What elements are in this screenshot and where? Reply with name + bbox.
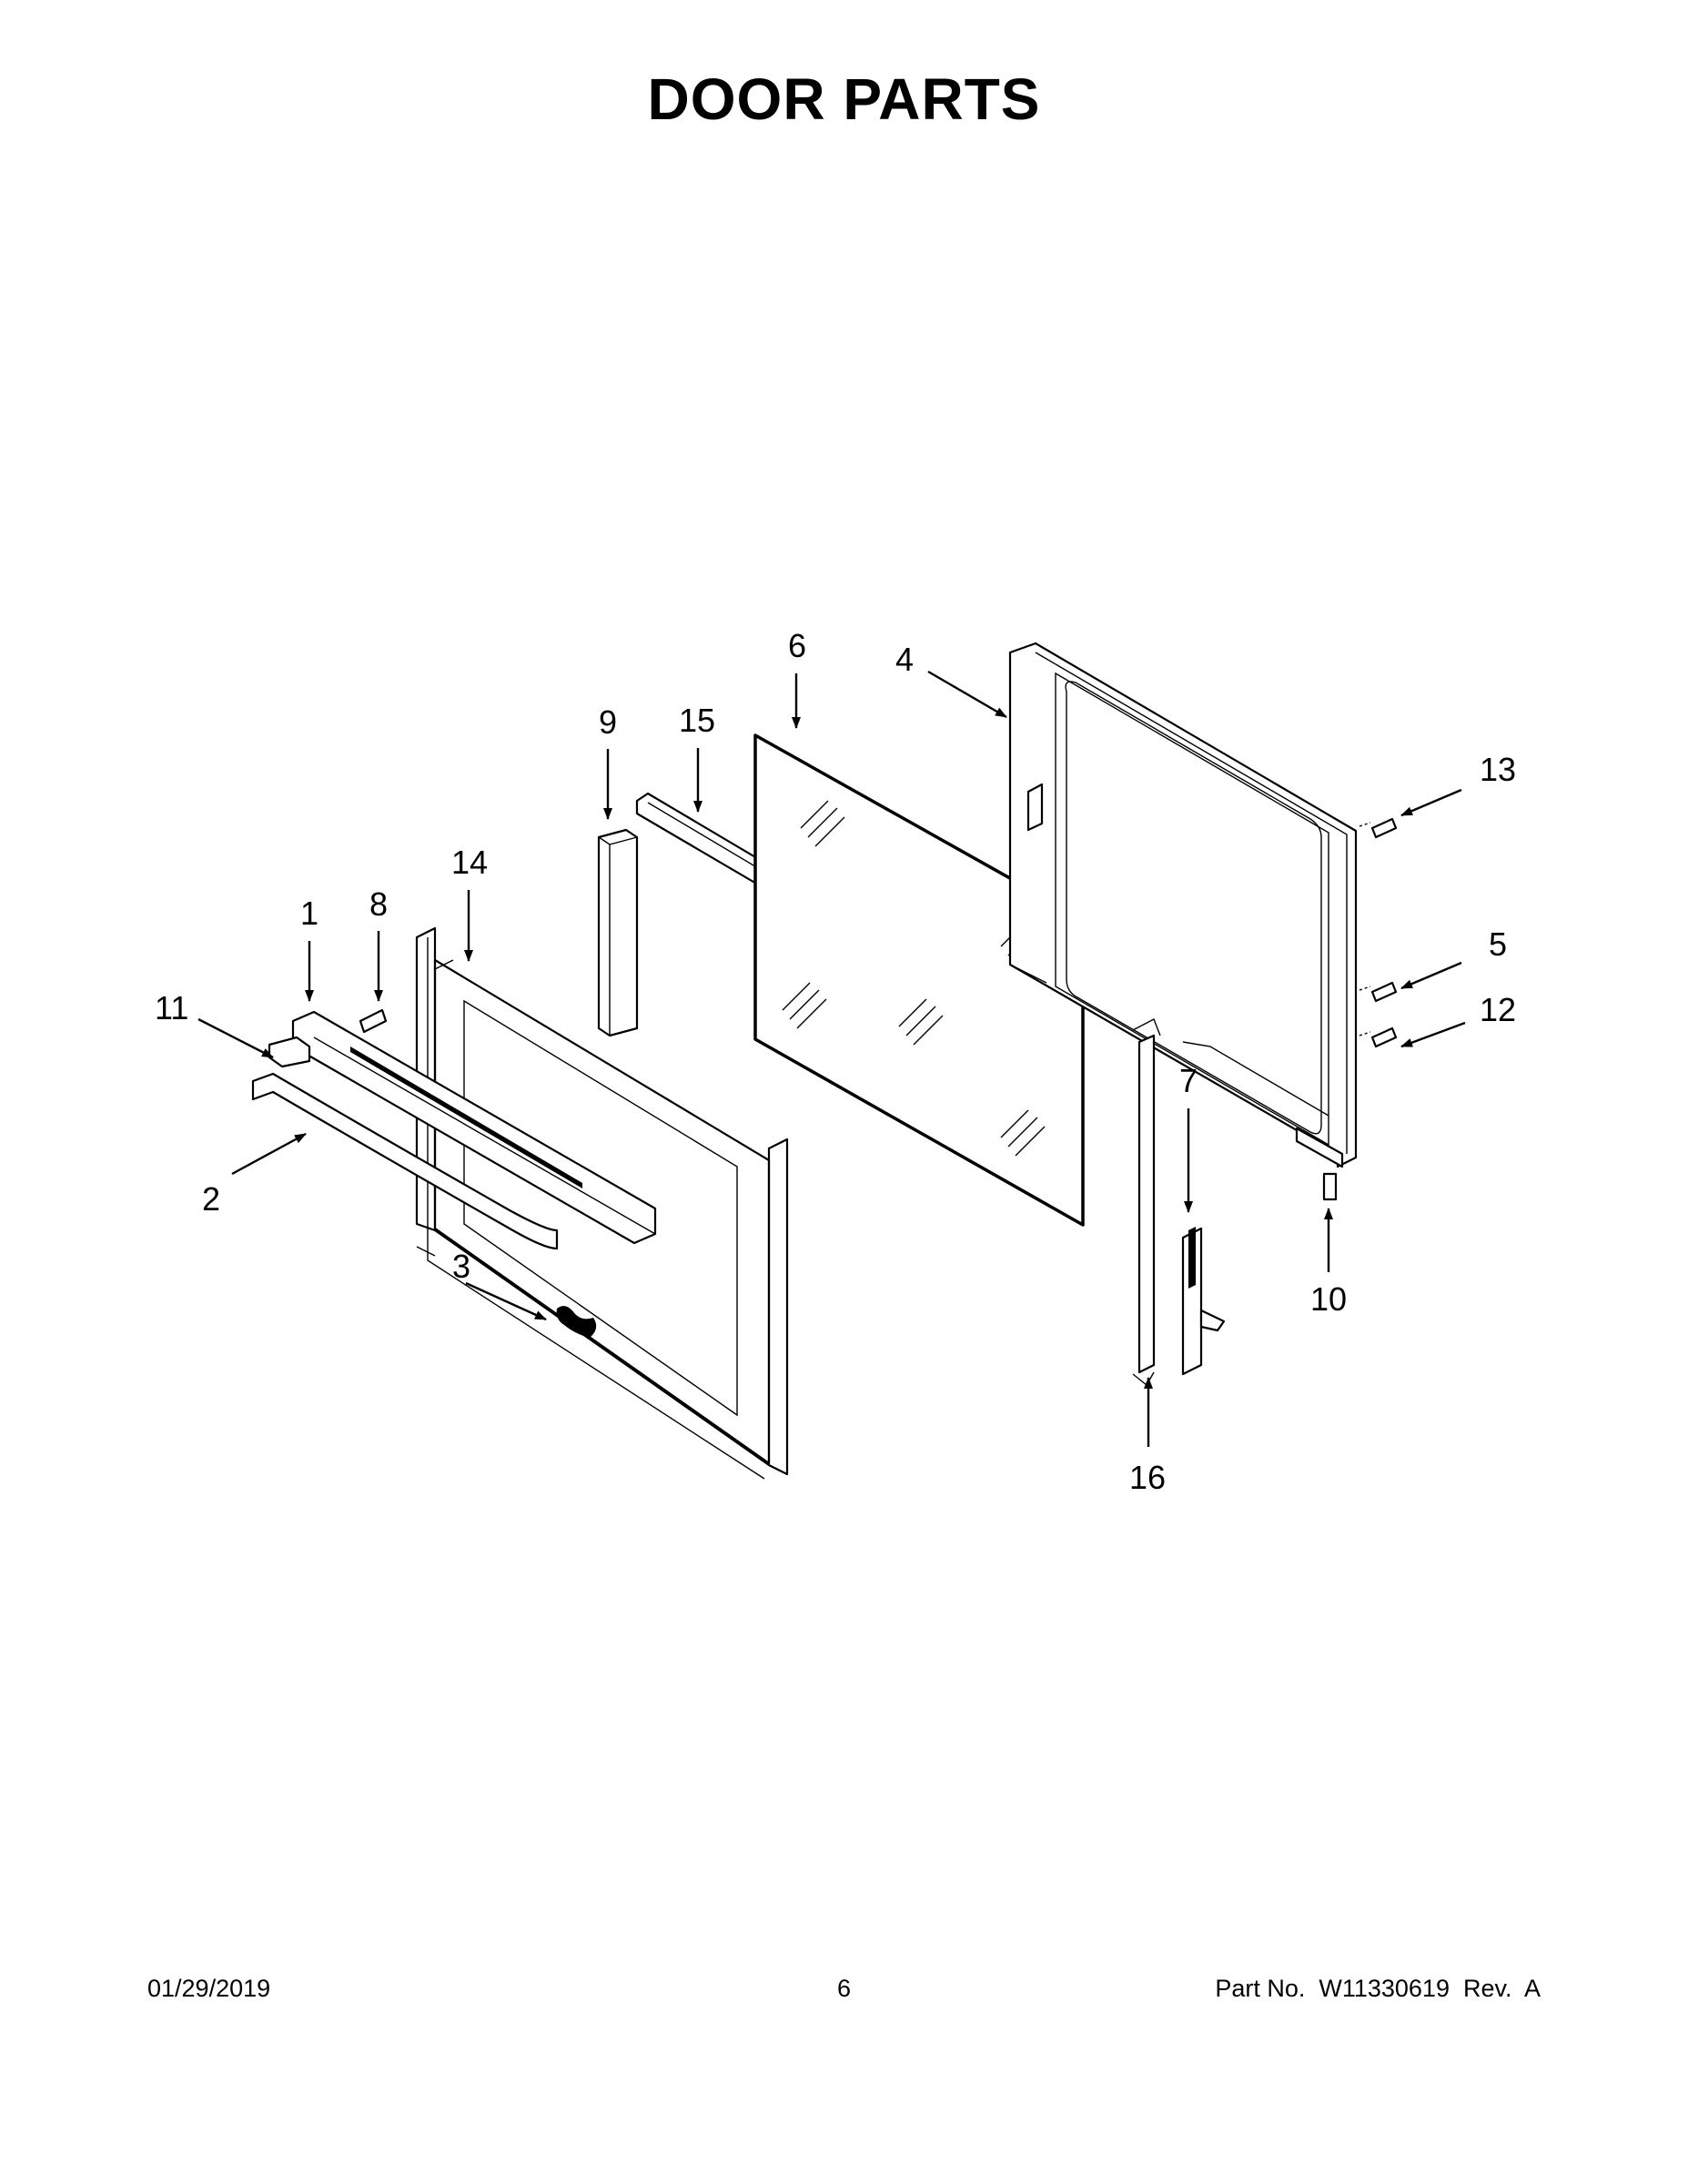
- callout-7: 7: [1179, 1062, 1198, 1099]
- callout-5: 5: [1489, 925, 1507, 963]
- hinge-receiver: [1132, 1018, 1161, 1387]
- callout-4: 4: [895, 641, 914, 678]
- callout-16: 16: [1129, 1459, 1166, 1496]
- leader-lines: [197, 670, 1466, 1447]
- callout-1: 1: [300, 895, 318, 932]
- screw-5: [1370, 981, 1398, 1003]
- callout-15: 15: [679, 702, 715, 739]
- hinge-assembly: [1181, 1227, 1226, 1376]
- screw-10: [1322, 1172, 1338, 1201]
- brand-logo-mark: [556, 1306, 597, 1338]
- footer-date: 01/29/2019: [147, 1975, 271, 2002]
- callout-11: 11: [155, 989, 188, 1026]
- screw-13: [1370, 817, 1398, 839]
- callout-2: 2: [202, 1180, 220, 1218]
- inner-door-liner: [1008, 642, 1358, 1168]
- door-handle: [251, 1036, 559, 1250]
- footer-part-number: Part No. W11330619 Rev. A: [1215, 1975, 1541, 2002]
- vent-trim-rail: [291, 1010, 657, 1245]
- callout-9: 9: [599, 703, 617, 741]
- callout-14: 14: [451, 844, 488, 881]
- callout-13: 13: [1480, 751, 1516, 788]
- callout-8: 8: [369, 885, 388, 923]
- page-title: DOOR PARTS: [647, 66, 1041, 132]
- callout-12: 12: [1480, 991, 1516, 1028]
- screw-12: [1370, 1026, 1398, 1048]
- insulation-block: [597, 828, 639, 1037]
- callout-10: 10: [1310, 1280, 1347, 1318]
- callout-3: 3: [452, 1248, 470, 1285]
- callout-6: 6: [788, 627, 806, 664]
- footer-page-number: 6: [836, 1975, 852, 2002]
- screw-8: [359, 1008, 388, 1034]
